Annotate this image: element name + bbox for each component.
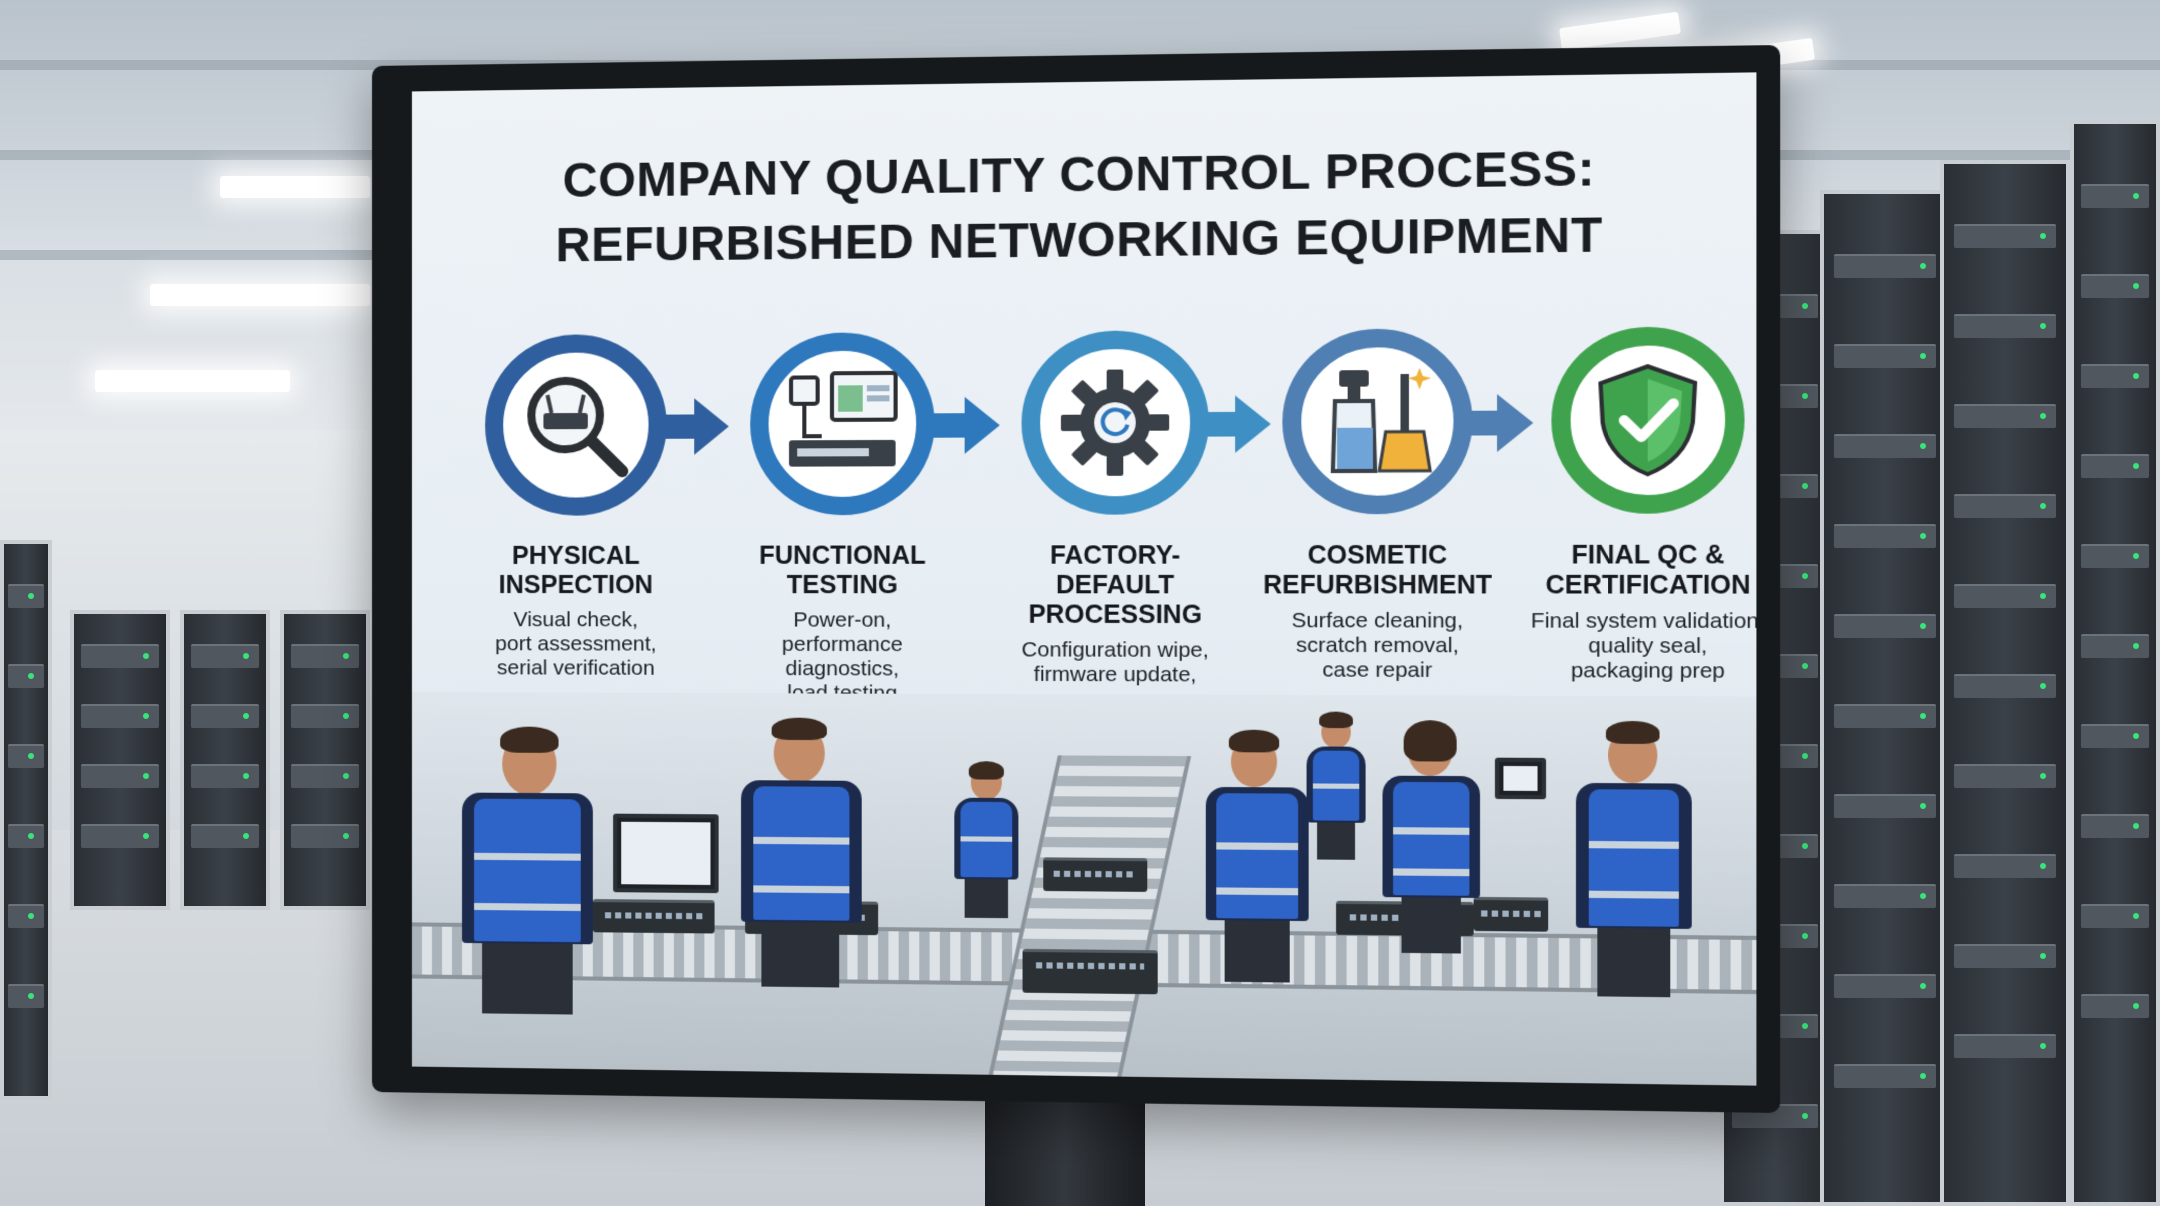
step-title: PHYSICAL INSPECTION bbox=[498, 541, 653, 600]
worker bbox=[1304, 711, 1367, 860]
magnifier-router-icon bbox=[515, 364, 636, 485]
gear-reset-icon bbox=[1060, 369, 1170, 476]
step-factory-default-processing: FACTORY-DEFAULT PROCESSING Configuration… bbox=[996, 330, 1235, 712]
step-description: Surface cleaning, scratch removal, case … bbox=[1291, 608, 1464, 683]
server-rack bbox=[0, 540, 52, 1100]
shield-check-icon bbox=[1583, 358, 1712, 483]
step-description: Visual check, port assessment, serial ve… bbox=[495, 608, 657, 680]
step-circle bbox=[1551, 326, 1745, 514]
worker bbox=[1200, 729, 1315, 983]
worker bbox=[1570, 720, 1699, 998]
network-switch bbox=[1043, 857, 1148, 892]
server-rack bbox=[280, 610, 370, 910]
network-switch bbox=[592, 899, 715, 934]
worker bbox=[950, 761, 1022, 919]
network-switch-diagnostics-icon bbox=[781, 363, 904, 467]
step-circle bbox=[485, 333, 667, 516]
step-cosmetic-refurbishment: COSMETIC REFURBISHMENT Surface cleaning,… bbox=[1256, 328, 1499, 683]
display-monitor: COMPANY QUALITY CONTROL PROCESS: REFURBI… bbox=[372, 44, 1781, 1114]
worker bbox=[1378, 720, 1484, 954]
workstation-monitor bbox=[613, 813, 719, 894]
arrow-right-icon bbox=[1458, 393, 1534, 452]
step-circle bbox=[1282, 328, 1473, 515]
step-title: FACTORY-DEFAULT PROCESSING bbox=[1028, 541, 1202, 630]
server-rack bbox=[1940, 160, 2070, 1206]
arrow-right-icon bbox=[1197, 395, 1271, 453]
process-steps: PHYSICAL INSPECTION Visual check, port a… bbox=[460, 326, 1756, 711]
worker bbox=[735, 717, 868, 988]
arrow-right-icon bbox=[657, 398, 729, 455]
ceiling-light bbox=[220, 176, 370, 198]
monitor-screen: COMPANY QUALITY CONTROL PROCESS: REFURBI… bbox=[411, 72, 1757, 1086]
step-description: Power-on, performance diagnostics, load … bbox=[781, 608, 903, 705]
factory-floor-photo bbox=[411, 692, 1757, 1086]
server-rack bbox=[180, 610, 270, 910]
server-rack bbox=[2070, 120, 2160, 1206]
workstation-monitor bbox=[1494, 757, 1547, 800]
server-rack bbox=[70, 610, 170, 910]
worker bbox=[452, 726, 603, 1015]
step-functional-testing: FUNCTIONAL TESTING Power-on, performance… bbox=[725, 332, 961, 706]
step-circle bbox=[750, 332, 935, 516]
server-rack bbox=[1820, 190, 1950, 1206]
step-title: FINAL QC & CERTIFICATION bbox=[1545, 540, 1751, 600]
step-title: COSMETIC REFURBISHMENT bbox=[1263, 540, 1493, 600]
step-physical-inspection: PHYSICAL INSPECTION Visual check, port a… bbox=[460, 333, 692, 681]
page-title: COMPANY QUALITY CONTROL PROCESS: REFURBI… bbox=[412, 135, 1756, 280]
step-circle bbox=[1021, 330, 1209, 515]
title-line-2: REFURBISHED NETWORKING EQUIPMENT bbox=[555, 208, 1603, 273]
step-description: Final system validation, quality seal, p… bbox=[1530, 608, 1757, 683]
network-switch bbox=[1473, 896, 1549, 932]
ceiling-light bbox=[150, 284, 370, 306]
spray-bottle-brush-icon bbox=[1314, 367, 1441, 483]
network-switch bbox=[1022, 948, 1158, 995]
step-title: FUNCTIONAL TESTING bbox=[759, 541, 926, 600]
step-final-qc-certification: FINAL QC & CERTIFICATION Final system va… bbox=[1525, 326, 1757, 684]
arrow-right-icon bbox=[927, 396, 1000, 454]
ceiling-light bbox=[95, 370, 290, 392]
